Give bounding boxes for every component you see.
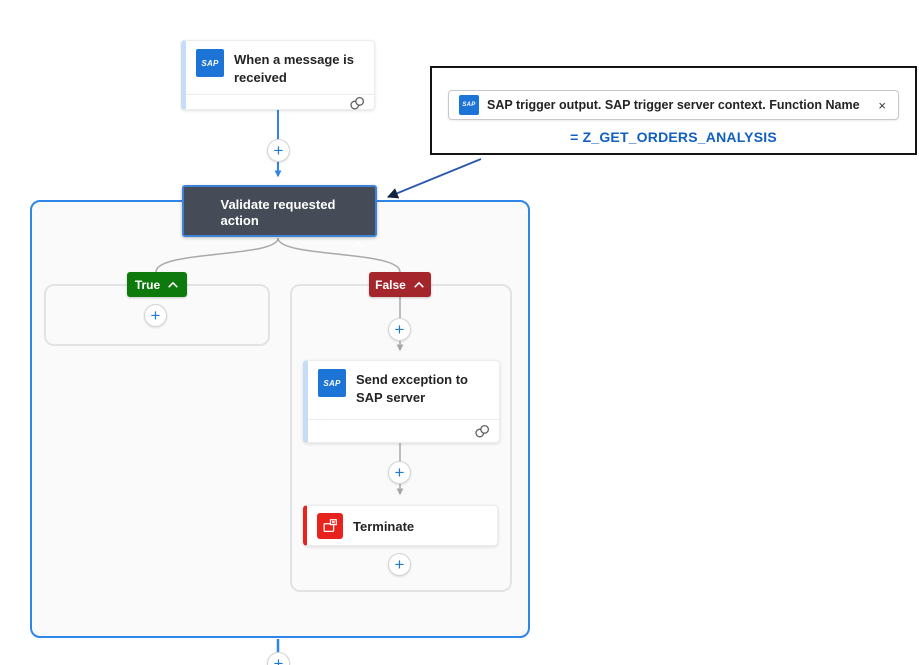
sap-icon-label: SAP <box>201 58 219 68</box>
token-pill[interactable]: SAP SAP trigger output. SAP trigger serv… <box>448 90 899 120</box>
annotation-arrow <box>386 158 482 199</box>
false-branch-badge[interactable]: False <box>369 272 431 297</box>
token-callout-box: SAP SAP trigger output. SAP trigger serv… <box>430 66 917 155</box>
sap-connector-icon: SAP <box>318 369 346 397</box>
insert-step-button-after-trigger[interactable]: + <box>267 139 290 162</box>
insert-step-button-after-condition[interactable]: + <box>267 652 290 665</box>
trigger-card-main: SAP When a message is received <box>186 41 374 94</box>
false-label: False <box>375 277 406 292</box>
send-exception-main: SAP Send exception to SAP server <box>308 361 499 419</box>
connection-icon <box>475 424 490 438</box>
token-label: SAP trigger output. SAP trigger server c… <box>487 98 860 112</box>
send-exception-footer <box>308 419 499 442</box>
condition-card-validate-requested-action[interactable]: Validate requested action <box>182 185 377 248</box>
sap-icon-label: SAP <box>462 102 476 108</box>
sap-icon-label: SAP <box>323 378 341 388</box>
action-card-terminate[interactable]: Terminate <box>303 505 498 546</box>
trigger-title: When a message is received <box>234 52 354 85</box>
plus-icon: + <box>273 654 284 665</box>
chevron-up-icon <box>414 281 424 288</box>
true-branch-badge[interactable]: True <box>127 272 187 297</box>
expression-value: = Z_GET_ORDERS_ANALYSIS <box>570 129 777 145</box>
insert-step-button-before-terminate[interactable]: + <box>388 461 411 484</box>
token-close-icon[interactable]: × <box>878 97 886 113</box>
chevron-up-icon <box>168 281 179 288</box>
plus-icon: + <box>394 555 405 574</box>
collapse-chevron-icon[interactable] <box>351 240 365 249</box>
trigger-card-footer <box>186 94 374 111</box>
plus-icon: + <box>273 141 284 160</box>
trigger-card-when-message-received[interactable]: SAP When a message is received <box>181 40 375 110</box>
add-action-button-true-branch[interactable]: + <box>144 304 167 327</box>
add-action-button-after-terminate[interactable]: + <box>388 553 411 576</box>
send-exception-title: Send exception to SAP server <box>356 372 468 405</box>
plus-icon: + <box>394 463 405 482</box>
insert-step-button-false-branch-top[interactable]: + <box>388 318 411 341</box>
connection-icon <box>350 97 365 110</box>
plus-icon: + <box>150 306 161 325</box>
action-card-send-exception[interactable]: SAP Send exception to SAP server <box>303 360 500 443</box>
sap-connector-icon: SAP <box>196 49 224 77</box>
terminate-title: Terminate <box>353 518 415 534</box>
terminate-icon <box>317 512 343 539</box>
condition-title: Validate requested action <box>220 197 336 229</box>
plus-icon: + <box>394 320 405 339</box>
true-label: True <box>134 277 161 292</box>
sap-token-icon: SAP <box>459 95 479 115</box>
